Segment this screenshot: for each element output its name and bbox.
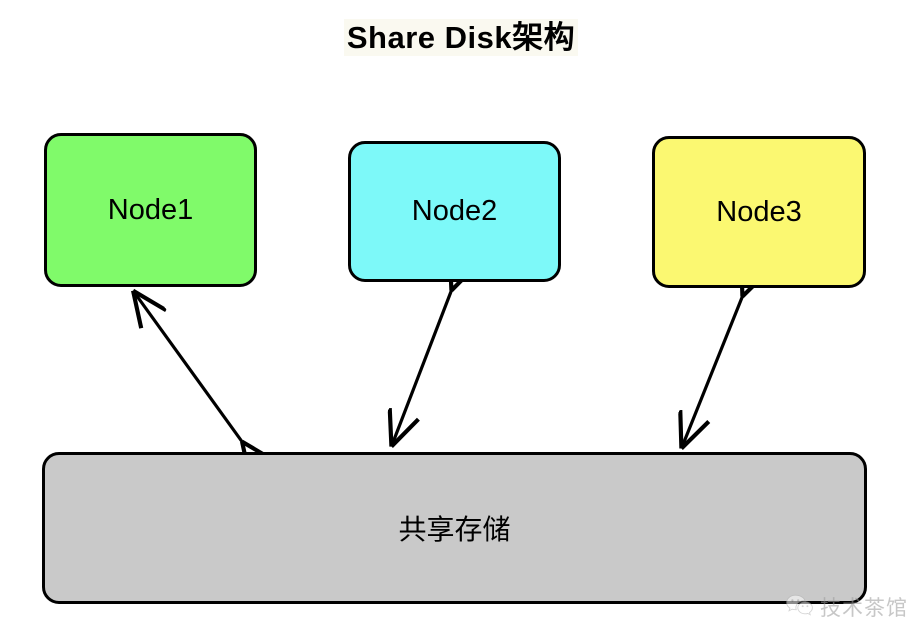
node-box-node3[interactable]: Node3 [652, 136, 866, 288]
node-label: Node3 [716, 195, 802, 228]
node-label: Node1 [107, 193, 194, 226]
shared-storage-label: 共享存储 [398, 514, 511, 545]
node-box-node2[interactable]: Node2 [348, 141, 561, 282]
connector-node3-storage [682, 295, 743, 447]
shared-storage-box[interactable]: 共享存储 [42, 452, 867, 604]
connector-node2-storage [392, 289, 452, 445]
node-label: Node2 [411, 195, 498, 227]
page-title-text: Share Disk架构 [343, 19, 579, 56]
connector-node1-storage [134, 292, 243, 443]
page-title: Share Disk架构 [0, 18, 922, 58]
node-box-node1[interactable]: Node1 [44, 133, 257, 287]
